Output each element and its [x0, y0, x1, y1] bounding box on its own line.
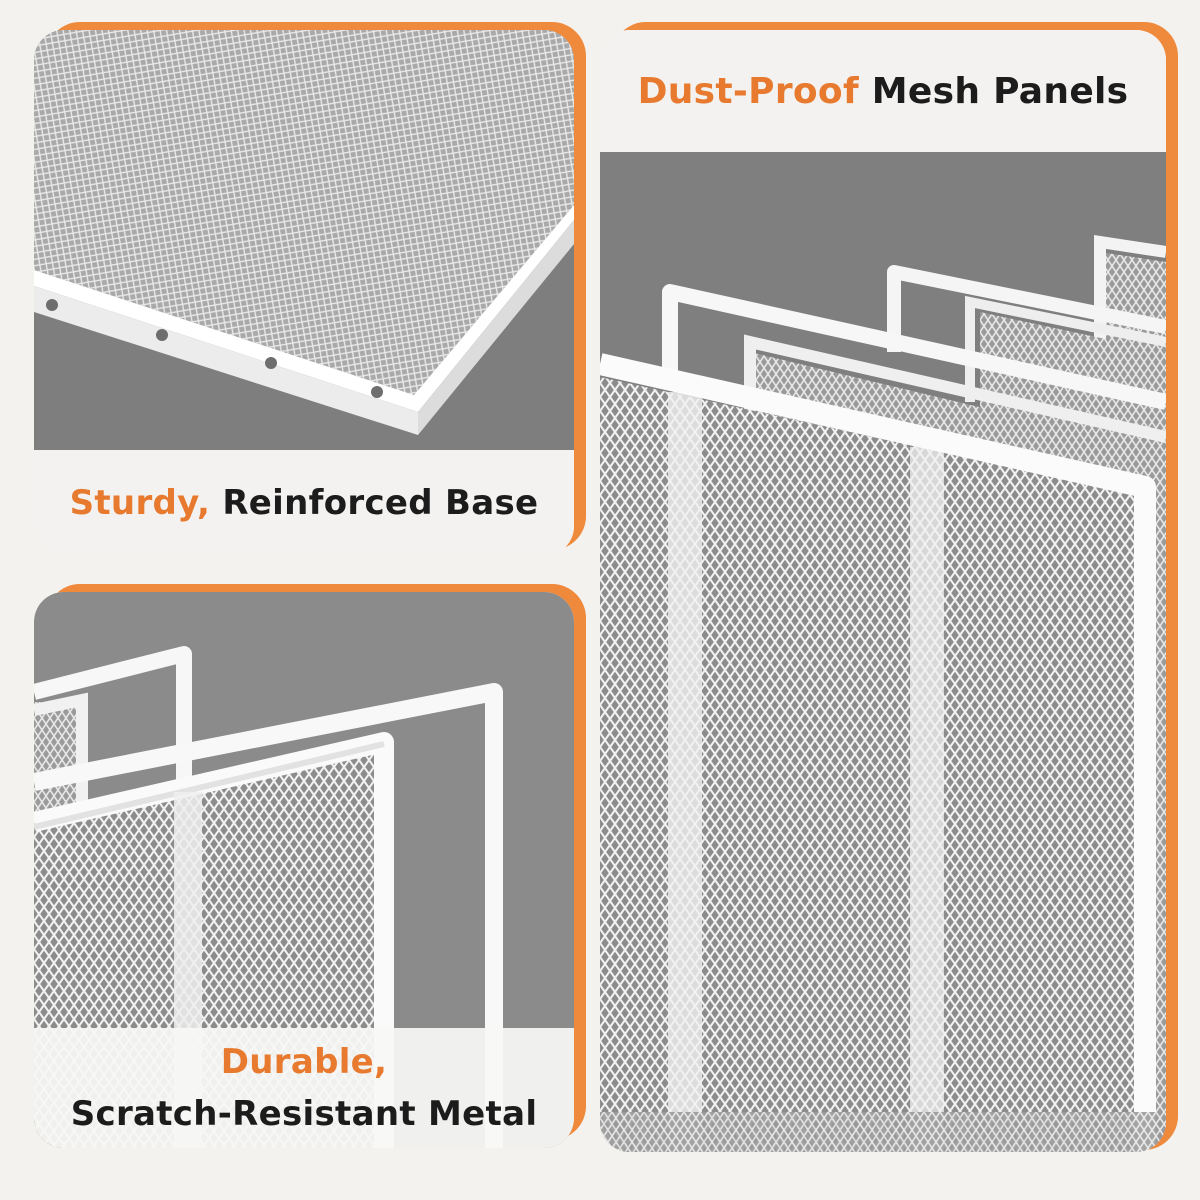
base-caption-text: Reinforced Base — [210, 483, 539, 523]
base-photo — [34, 30, 574, 450]
mesh-caption-text: Mesh Panels — [858, 70, 1129, 112]
base-mesh-illustration — [34, 30, 574, 450]
mesh-caption: Dust-Proof Mesh Panels — [600, 30, 1166, 152]
mesh-photo — [600, 152, 1166, 1152]
feature-panel-mesh: Dust-Proof Mesh Panels — [600, 30, 1166, 1152]
metal-caption-accent: Durable, — [220, 1042, 388, 1082]
metal-caption: Durable, Scratch-Resistant Metal — [34, 1028, 574, 1148]
mesh-caption-accent: Dust-Proof — [637, 70, 859, 112]
mesh-panels-illustration — [600, 152, 1166, 1152]
metal-caption-text: Scratch-Resistant Metal — [70, 1094, 538, 1134]
base-caption: Sturdy, Reinforced Base — [34, 450, 574, 556]
feature-panel-metal: Durable, Scratch-Resistant Metal — [34, 592, 574, 1148]
base-caption-accent: Sturdy, — [69, 483, 211, 523]
feature-panel-base: Sturdy, Reinforced Base — [34, 30, 574, 556]
